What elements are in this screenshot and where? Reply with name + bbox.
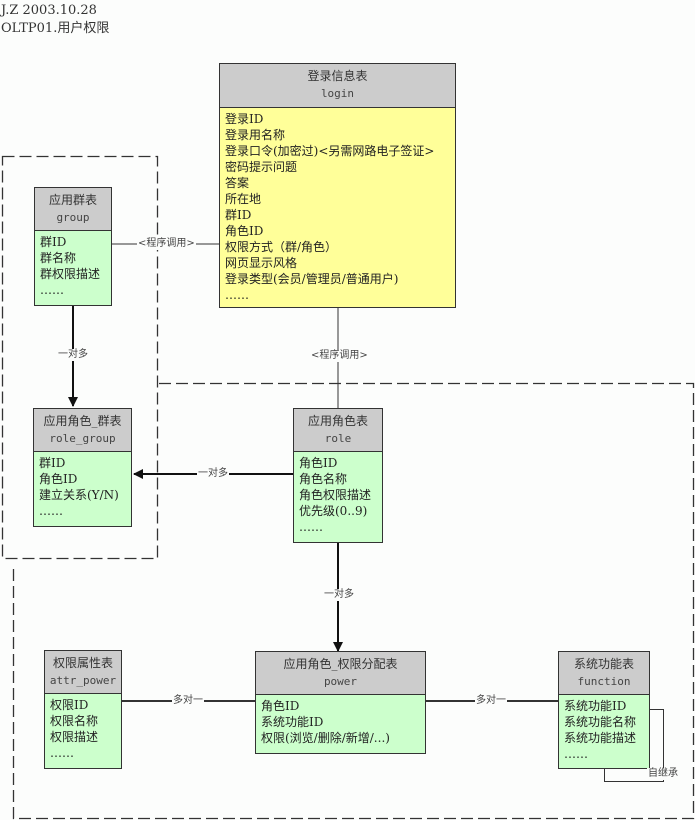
field: 系统功能名称 bbox=[564, 715, 637, 729]
field: 权限方式（群/角色） bbox=[225, 240, 338, 254]
table-power[interactable]: 应用角色_权限分配表 power 角色ID 系统功能ID 权限(浏览/删除/新增… bbox=[255, 651, 426, 754]
table-title-cn: 权限属性表 bbox=[52, 656, 113, 670]
table-title-en: attr_power bbox=[49, 674, 117, 687]
field: 权限ID bbox=[50, 698, 89, 712]
field: 登录口令(加密过)<另需网路电子签证> bbox=[225, 144, 435, 158]
table-title-cn: 登录信息表 bbox=[307, 69, 368, 83]
field: 优先级(0..9) bbox=[299, 504, 368, 518]
table-power-fields: 角色ID 系统功能ID 权限(浏览/删除/新增/...) bbox=[256, 695, 425, 749]
field: 群ID bbox=[39, 456, 66, 470]
field: 系统功能ID bbox=[261, 715, 324, 729]
table-title-en: role bbox=[324, 432, 352, 445]
field: 角色权限描述 bbox=[299, 488, 372, 502]
table-power-header: 应用角色_权限分配表 power bbox=[256, 652, 425, 695]
table-function[interactable]: 系统功能表 function 系统功能ID 系统功能名称 系统功能描述 …… bbox=[558, 651, 650, 769]
table-title-en: power bbox=[323, 675, 358, 688]
field: …… bbox=[564, 747, 588, 761]
table-title-cn: 应用角色表 bbox=[307, 414, 368, 428]
table-login-fields: 登录ID 登录用名称 登录口令(加密过)<另需网路电子签证> 密码提示问题 答案… bbox=[220, 108, 455, 306]
field: 系统功能ID bbox=[564, 699, 627, 713]
field: …… bbox=[225, 288, 249, 302]
field: …… bbox=[50, 746, 74, 760]
table-role-fields: 角色ID 角色名称 角色权限描述 优先级(0..9) …… bbox=[294, 452, 382, 538]
table-login[interactable]: 登录信息表 login 登录ID 登录用名称 登录口令(加密过)<另需网路电子签… bbox=[219, 63, 456, 308]
table-role-header: 应用角色表 role bbox=[294, 409, 382, 452]
field: 群ID bbox=[225, 208, 252, 222]
author-date: J.Z 2003.10.28 bbox=[1, 3, 97, 18]
field: 权限(浏览/删除/新增/...) bbox=[261, 731, 390, 745]
table-title-cn: 应用角色_权限分配表 bbox=[283, 657, 398, 671]
table-title-en: role_group bbox=[49, 432, 116, 445]
relation-label-login-role: <程序调用> bbox=[310, 350, 369, 362]
table-login-header: 登录信息表 login bbox=[220, 64, 455, 108]
table-title-en: function bbox=[577, 675, 631, 688]
field: …… bbox=[39, 504, 63, 518]
field: 网页显示风格 bbox=[225, 256, 298, 270]
relation-label-attr-power-power: 多对一 bbox=[172, 695, 204, 707]
field: 角色ID bbox=[261, 699, 300, 713]
table-group[interactable]: 应用群表 group 群ID 群名称 群权限描述 …… bbox=[34, 187, 112, 306]
field: 登录ID bbox=[225, 112, 264, 126]
field: 建立关系(Y/N) bbox=[39, 488, 119, 502]
field: 登录类型(会员/管理员/普通用户) bbox=[225, 272, 399, 286]
field: 权限描述 bbox=[50, 730, 99, 744]
relation-label-group-role-group: 一对多 bbox=[57, 349, 89, 361]
field: 群ID bbox=[40, 235, 67, 249]
relation-label-role-power: 一对多 bbox=[323, 589, 355, 601]
table-title-cn: 应用角色_群表 bbox=[43, 414, 122, 428]
table-attr-power-header: 权限属性表 attr_power bbox=[45, 651, 121, 694]
table-role-group-fields: 群ID 角色ID 建立关系(Y/N) …… bbox=[34, 452, 131, 522]
table-role-group-header: 应用角色_群表 role_group bbox=[34, 409, 131, 452]
field: 答案 bbox=[225, 176, 250, 190]
field: 系统功能描述 bbox=[564, 731, 637, 745]
table-group-header: 应用群表 group bbox=[35, 188, 111, 231]
field: 角色ID bbox=[299, 456, 338, 470]
field: 角色ID bbox=[39, 472, 78, 486]
table-role-group[interactable]: 应用角色_群表 role_group 群ID 角色ID 建立关系(Y/N) …… bbox=[33, 408, 132, 527]
table-role[interactable]: 应用角色表 role 角色ID 角色名称 角色权限描述 优先级(0..9) …… bbox=[293, 408, 383, 543]
document-title: OLTP01.用户权限 bbox=[1, 21, 110, 36]
group-boundary-left bbox=[1, 155, 159, 560]
relation-label-function-self: 自继承 bbox=[647, 768, 679, 780]
relation-label-group-login: <程序调用> bbox=[137, 238, 196, 250]
field: 登录用名称 bbox=[225, 128, 286, 142]
field: 权限名称 bbox=[50, 714, 99, 728]
field: 角色名称 bbox=[299, 472, 348, 486]
field: 群权限描述 bbox=[40, 267, 101, 281]
table-title-en: group bbox=[56, 211, 90, 224]
table-title-cn: 系统功能表 bbox=[573, 657, 634, 671]
table-title-cn: 应用群表 bbox=[48, 193, 97, 207]
relation-label-function-power: 多对一 bbox=[475, 695, 507, 707]
table-function-fields: 系统功能ID 系统功能名称 系统功能描述 …… bbox=[559, 695, 649, 765]
table-title-en: login bbox=[320, 87, 355, 100]
field: 群名称 bbox=[40, 251, 77, 265]
table-group-fields: 群ID 群名称 群权限描述 …… bbox=[35, 231, 111, 301]
table-attr-power-fields: 权限ID 权限名称 权限描述 …… bbox=[45, 694, 121, 764]
field: 所在地 bbox=[225, 192, 262, 206]
group-boundary-role bbox=[12, 382, 695, 820]
field: …… bbox=[40, 283, 64, 297]
connector-function-self bbox=[604, 709, 664, 782]
field: 密码提示问题 bbox=[225, 160, 298, 174]
field: 角色ID bbox=[225, 224, 264, 238]
table-function-header: 系统功能表 function bbox=[559, 652, 649, 695]
relation-label-role-role-group: 一对多 bbox=[197, 468, 229, 480]
field: …… bbox=[299, 520, 323, 534]
table-attr-power[interactable]: 权限属性表 attr_power 权限ID 权限名称 权限描述 …… bbox=[44, 650, 122, 769]
